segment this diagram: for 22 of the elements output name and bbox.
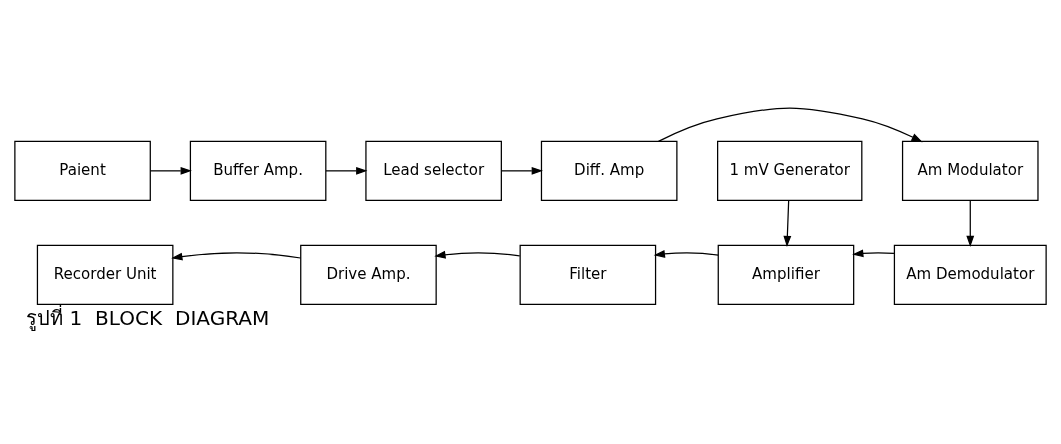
- node-box: Lead selector: [365, 140, 502, 201]
- node-box: Amplifier: [717, 244, 855, 305]
- node-box: Diff. Amp: [540, 140, 678, 201]
- arrow: [149, 166, 192, 175]
- caption: รูปที่ 1 BLOCK DIAGRAM: [26, 305, 270, 330]
- node-box: Paient: [14, 140, 151, 201]
- node-box: Filter: [519, 244, 657, 305]
- arrow: [966, 199, 975, 247]
- arrow: [657, 106, 923, 142]
- node-box: Drive Amp.: [300, 244, 437, 305]
- arrow: [653, 249, 719, 258]
- arrow: [500, 166, 543, 175]
- node-box: Buffer Amp.: [189, 140, 327, 201]
- arrow: [783, 199, 792, 247]
- arrow: [171, 251, 302, 260]
- node-box: Am Demodulator: [893, 244, 1047, 305]
- arrow: [852, 248, 895, 257]
- node-box: Recorder Unit: [36, 244, 174, 305]
- arrow: [434, 250, 521, 259]
- node-box: Am Modulator: [901, 140, 1039, 201]
- arrow: [325, 166, 368, 175]
- node-box: 1 mV Generator: [717, 140, 863, 201]
